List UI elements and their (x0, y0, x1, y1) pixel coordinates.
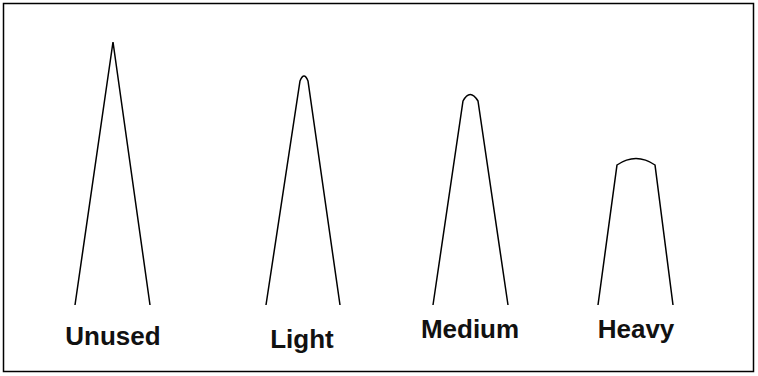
unused-tip (75, 42, 150, 305)
light-wear-tip (266, 76, 340, 305)
wear-level-label: Light (270, 326, 334, 352)
wear-level-label: Medium (421, 316, 519, 342)
medium-wear-tip (433, 95, 508, 306)
wear-level-label: Heavy (598, 316, 675, 342)
wear-level-label: Unused (65, 323, 160, 349)
frame-border (4, 4, 754, 372)
heavy-wear-tip (598, 159, 673, 306)
